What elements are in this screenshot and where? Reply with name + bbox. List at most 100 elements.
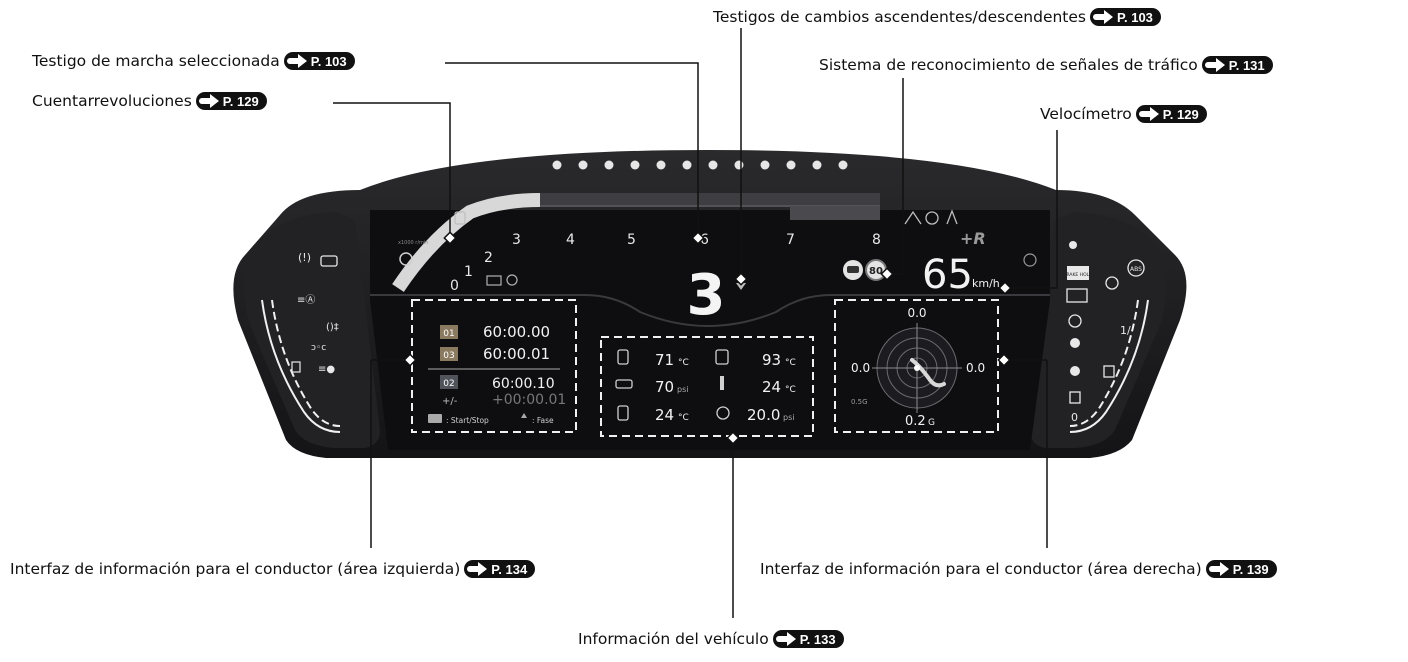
- upper-screen-divider: [370, 294, 1050, 327]
- intake-temp-value: 24: [762, 378, 781, 396]
- callout-label: Testigo de marcha seleccionada: [32, 52, 280, 70]
- oil-pressure-value: 70: [655, 378, 674, 396]
- callout-label: Testigos de cambios ascendentes/descende…: [713, 8, 1086, 26]
- callout-label: Interfaz de información para el conducto…: [760, 560, 1202, 578]
- lap-badge-last: [440, 347, 458, 361]
- lap-badge-best: [440, 325, 458, 339]
- rpm-tick-label: 2: [484, 250, 493, 266]
- callout-traffic-sign: Sistema de reconocimiento de señales de …: [819, 56, 1273, 74]
- rpm-tick-label: 1: [464, 264, 473, 280]
- rpm-tick-label: 6: [700, 232, 709, 248]
- lap-time-last: 60:00.01: [483, 345, 550, 363]
- callout-anchor-markers: [403, 231, 1012, 445]
- battery-icon: [486, 275, 502, 286]
- lane-keep-icon: [904, 210, 922, 225]
- page-reference-link[interactable]: P. 133: [772, 630, 844, 648]
- fuel-door-icon: [1103, 365, 1115, 378]
- arrow-right-icon: [286, 54, 308, 68]
- callout-tachometer: Cuentarrevoluciones P. 129: [32, 92, 267, 110]
- right-pod-fuel-gauge: [1069, 299, 1149, 433]
- svg-text:BRAKE HOLD: BRAKE HOLD: [1063, 272, 1093, 278]
- auto-hold-icon: [1066, 288, 1088, 303]
- page-reference-link[interactable]: P. 129: [195, 92, 267, 110]
- side-lights-icon: ᴐ◦ᴄ: [311, 343, 326, 353]
- oil-pressure-icon: [615, 379, 633, 389]
- coolant-temp-value: 71: [655, 351, 674, 369]
- speed-unit: km/h: [972, 277, 1000, 290]
- callout-gear-indicator: Testigo de marcha seleccionada P. 103: [32, 52, 355, 70]
- right-warning-pod: [1030, 212, 1166, 448]
- g-meter-left: 0.0: [851, 361, 870, 375]
- callout-speedometer: Velocímetro P. 129: [1040, 105, 1207, 123]
- seatbelt-icon: [1070, 366, 1080, 376]
- tpms-icon: [506, 274, 518, 286]
- left-warning-pod: [244, 212, 380, 448]
- g-meter-bottom: 0.2: [905, 414, 926, 429]
- speed-value: 65: [922, 252, 973, 298]
- left-pod-gauge-lines: [261, 299, 341, 433]
- rpm-tick-label: 7: [786, 232, 795, 248]
- callout-right-area: Interfaz de información para el conducto…: [760, 560, 1277, 578]
- left-area-outline: [411, 299, 577, 433]
- arrow-right-icon: [466, 562, 488, 576]
- oil-temp-value: 93: [762, 351, 781, 369]
- svg-text:psi: psi: [783, 413, 794, 422]
- info-icon: [1023, 253, 1037, 267]
- arrow-right-icon: [1208, 562, 1230, 576]
- collision-warning-icon: [946, 209, 958, 225]
- g-meter-right: 0.0: [966, 361, 985, 375]
- svg-text:psi: psi: [677, 385, 688, 394]
- gear-position: 3: [687, 263, 726, 328]
- shift-indicator-dots: [552, 160, 848, 170]
- tpms-warning-icon: (!): [298, 251, 311, 264]
- svg-text:°C: °C: [785, 358, 796, 368]
- vehicle-info-outline: [600, 336, 814, 437]
- page-reference-link[interactable]: P. 103: [1090, 8, 1161, 26]
- speed-limit-value: 80: [869, 266, 883, 277]
- downshift-arrow-icon: [736, 283, 746, 290]
- svg-text:02: 02: [443, 379, 454, 389]
- g-meter-scale: 0.5G: [851, 398, 868, 406]
- coolant-temp-icon: [617, 349, 629, 365]
- svg-text:G: G: [928, 418, 935, 428]
- callout-label: Interfaz de información para el conducto…: [10, 560, 461, 578]
- svg-text:ABS: ABS: [1130, 266, 1142, 273]
- callout-shift-indicators: Testigos de cambios ascendentes/descende…: [713, 8, 1161, 26]
- rpm-tick-label: 8: [872, 232, 881, 248]
- oil-temp-icon: [715, 349, 729, 365]
- callout-label: Información del vehículo: [578, 630, 769, 648]
- traffic-sign-status-icon: [925, 211, 939, 225]
- callout-label: Velocímetro: [1040, 105, 1132, 123]
- rpm-unit-label: x1000 r/min: [398, 240, 428, 246]
- page-reference-link[interactable]: P. 139: [1205, 560, 1277, 578]
- brake-warning-icon: [1068, 314, 1082, 328]
- callout-leader-lines: [333, 28, 1058, 618]
- turbo-boost-icon: [716, 406, 730, 420]
- lap-time-best: 60:00.00: [483, 323, 550, 341]
- rpm-tick-label: 3: [512, 232, 521, 248]
- page-reference-link[interactable]: P. 129: [1135, 105, 1207, 123]
- brake-hold-icon: [1067, 266, 1089, 280]
- callout-label: Cuentarrevoluciones: [32, 92, 192, 110]
- page-reference-link[interactable]: P. 103: [283, 52, 355, 70]
- page-reference-link[interactable]: P. 134: [464, 560, 536, 578]
- arrow-right-icon: [1092, 10, 1114, 24]
- lap-time-current: 60:00.10: [492, 376, 555, 392]
- lap-footer-phase: : Fase: [532, 416, 554, 425]
- lap-diff-time: +00:00.01: [492, 392, 566, 408]
- arrow-right-icon: [775, 632, 797, 646]
- svg-text:°C: °C: [678, 358, 689, 368]
- high-beam-icon: ≡●: [318, 364, 335, 375]
- svg-text:03: 03: [443, 351, 454, 361]
- arrow-right-icon: [1138, 107, 1160, 121]
- transmission-temp-icon: [617, 405, 629, 421]
- rpm-tick-label: 0: [450, 278, 459, 294]
- page-reference-link[interactable]: P. 131: [1201, 56, 1273, 74]
- low-fuel-icon: [1069, 391, 1081, 404]
- airbag-icon: [1070, 338, 1080, 348]
- arrow-right-icon: [1204, 58, 1226, 72]
- auto-idle-stop-icon: [399, 252, 413, 266]
- lap-diff-label: +/-: [442, 396, 458, 407]
- intake-temp-icon: [720, 376, 724, 390]
